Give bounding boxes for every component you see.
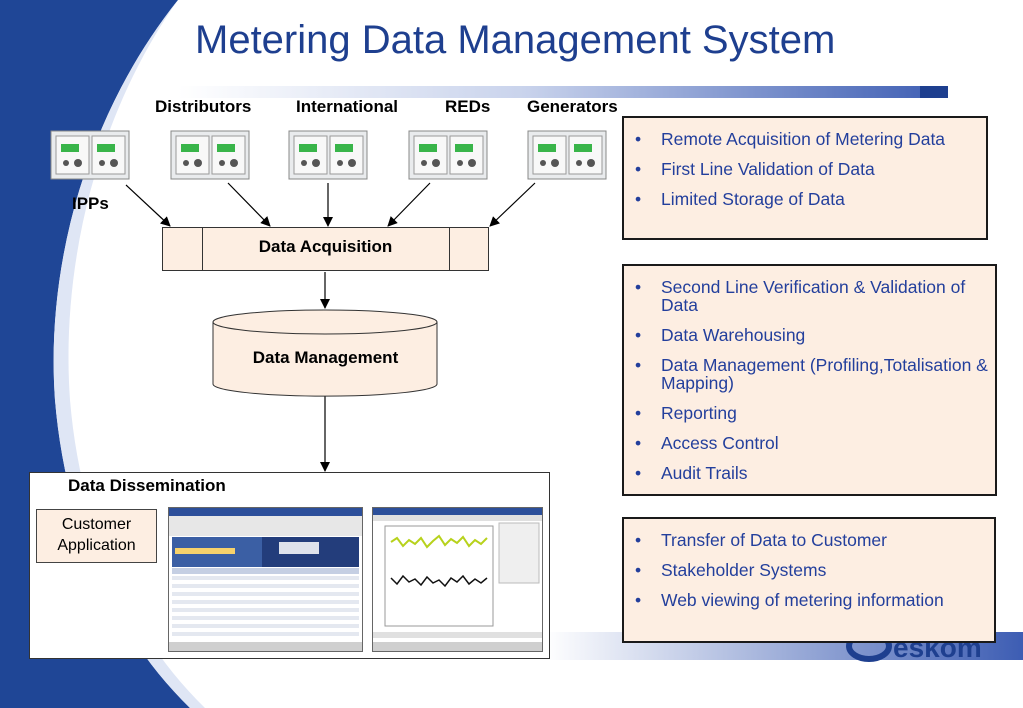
data-management-cylinder — [212, 309, 438, 397]
list-item: Limited Storage of Data — [624, 190, 986, 208]
data-management-label: Data Management — [252, 348, 399, 367]
web-app-thumbnail — [169, 508, 362, 651]
chart-window-thumbnail — [373, 508, 542, 651]
list-item: Audit Trails — [624, 464, 995, 482]
meter-icon — [50, 130, 130, 180]
meter-icon — [408, 130, 488, 180]
label-distributors: Distributors — [155, 97, 252, 116]
list-item: Stakeholder Systems — [624, 561, 994, 579]
meter-icon — [527, 130, 607, 180]
web-app-screenshot — [168, 507, 363, 652]
label-ipps: IPPs — [72, 194, 109, 213]
acquisition-features-panel: Remote Acquisition of Metering Data Firs… — [622, 116, 988, 240]
customer-application-label: Customer Application — [57, 516, 136, 554]
label-international: International — [296, 97, 399, 116]
list-item: Second Line Verification & Validation of… — [624, 278, 995, 314]
meter-icon — [288, 130, 368, 180]
label-generators: Generators — [527, 97, 618, 116]
list-item: Transfer of Data to Customer — [624, 531, 994, 549]
page-title: Metering Data Management System — [195, 18, 836, 62]
list-item: Web viewing of metering information — [624, 591, 994, 609]
meter-icon — [170, 130, 250, 180]
list-item: Reporting — [624, 404, 995, 422]
chart-window-screenshot — [372, 507, 543, 652]
data-dissemination-label: Data Dissemination — [68, 476, 226, 495]
data-acquisition-box — [162, 227, 489, 271]
list-item: Remote Acquisition of Metering Data — [624, 130, 986, 148]
title-underline — [178, 86, 948, 98]
label-reds: REDs — [445, 97, 491, 116]
list-item: Data Warehousing — [624, 326, 995, 344]
data-acquisition-label: Data Acquisition — [258, 237, 393, 256]
title-underline-accent — [920, 86, 948, 98]
list-item: First Line Validation of Data — [624, 160, 986, 178]
list-item: Data Management (Profiling,Totalisation … — [624, 356, 995, 392]
dissemination-features-panel: Transfer of Data to Customer Stakeholder… — [622, 517, 996, 643]
list-item: Access Control — [624, 434, 995, 452]
management-features-panel: Second Line Verification & Validation of… — [622, 264, 997, 496]
customer-application-box: Customer Application — [36, 509, 157, 563]
